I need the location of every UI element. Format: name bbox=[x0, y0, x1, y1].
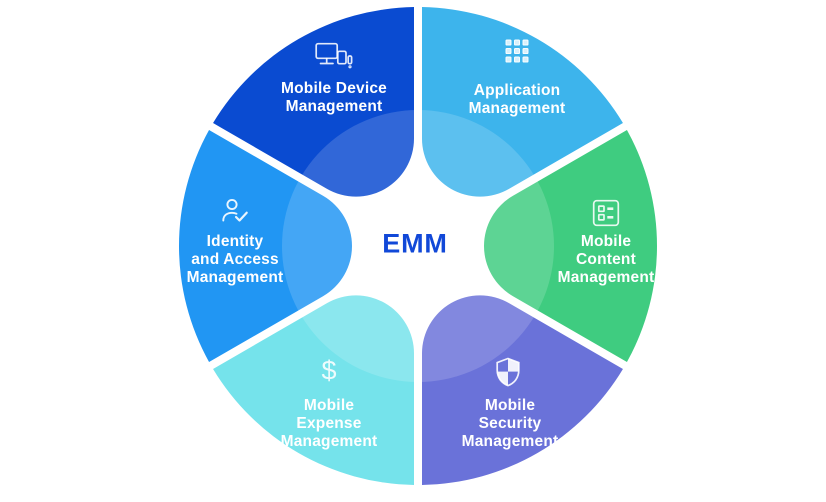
shield-icon bbox=[495, 357, 521, 387]
segment-label-application-management: Application Management bbox=[468, 82, 566, 117]
segment-label-mobile-expense-management: Mobile Expense Management bbox=[280, 397, 378, 450]
inner-highlight-circle bbox=[282, 110, 554, 382]
segment-identity-and-access-management bbox=[179, 129, 353, 363]
segment-label-identity-and-access-management: Identity and Access Management bbox=[186, 233, 284, 286]
dollar-icon: $ bbox=[321, 355, 337, 386]
diagram-center-label: EMM bbox=[382, 228, 448, 259]
segment-label-mobile-content-management: Mobile Content Management bbox=[557, 233, 655, 286]
dollar-glyph: $ bbox=[321, 355, 337, 386]
segment-application-management bbox=[422, 7, 623, 197]
devices-icon bbox=[315, 42, 353, 70]
segment-label-mobile-security-management: Mobile Security Management bbox=[461, 397, 559, 450]
segment-mobile-device-management bbox=[213, 7, 414, 197]
apps-grid-icon bbox=[505, 39, 530, 64]
segment-label-mobile-device-management: Mobile Device Management bbox=[281, 80, 387, 115]
person-check-icon bbox=[220, 198, 251, 225]
segment-mobile-security-management bbox=[422, 295, 623, 485]
segment-mobile-content-management bbox=[483, 129, 657, 363]
segment-mobile-expense-management bbox=[213, 295, 414, 485]
content-list-icon bbox=[592, 199, 620, 227]
